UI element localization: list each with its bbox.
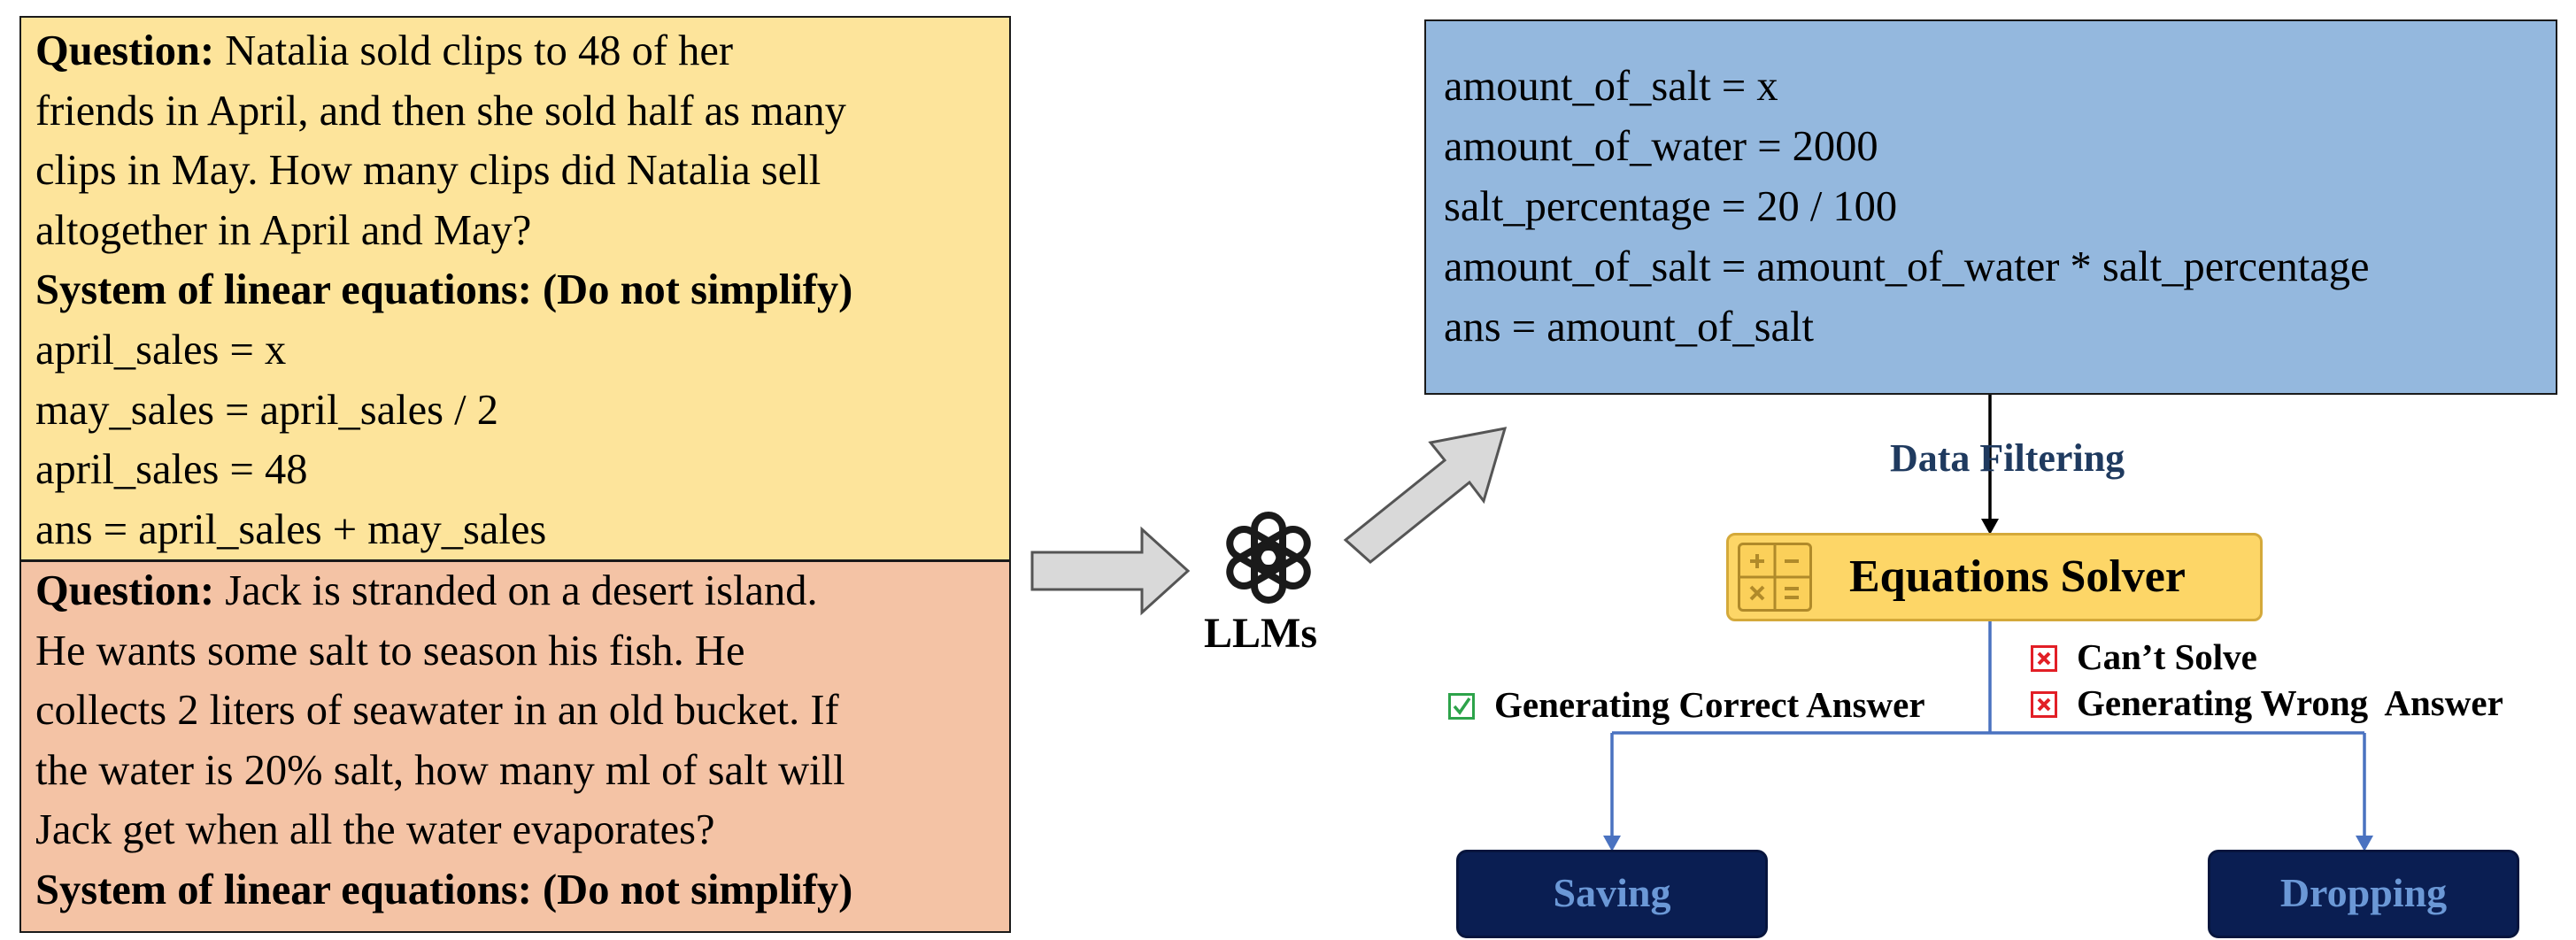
query-question-line-5: Jack get when all the water evaporates? — [35, 806, 715, 854]
input-arrow — [1030, 526, 1191, 616]
saving-arrow-head — [1603, 836, 1621, 851]
example-equation-1: april_sales = x — [35, 326, 287, 374]
query-question-line-4: the water is 20% salt, how many ml of sa… — [35, 746, 845, 794]
generated-equations-box: amount_of_salt = x amount_of_water = 2000… — [1424, 19, 2557, 395]
logo-petal — [1226, 526, 1284, 574]
query-question-line-3: collects 2 liters of seawater in an old … — [35, 687, 839, 735]
calculator-glyphs — [1740, 545, 1809, 609]
example-question-line-2: friends in April, and then she sold half… — [35, 87, 846, 135]
generated-line-3: salt_percentage = 20 / 100 — [1444, 183, 1898, 230]
filtering-arrow-head — [1981, 519, 1999, 535]
output-arrow — [1343, 427, 1508, 564]
cant-solve-label: Can’t Solve — [2031, 636, 2257, 678]
generated-equations-text: amount_of_salt = x amount_of_water = 2000… — [1444, 57, 2549, 358]
generated-line-5: ans = amount_of_salt — [1444, 304, 1814, 351]
query-question-label: Question: — [35, 567, 215, 614]
example-text: Question: Natalia sold clips to 48 of he… — [35, 21, 1002, 559]
query-box: Question: Jack is stranded on a desert i… — [19, 561, 1011, 933]
example-question-label: Question: — [35, 27, 215, 74]
correct-answer-label: Generating Correct Answer — [1448, 683, 1925, 726]
checkbox-check-icon — [1448, 693, 1475, 720]
query-text: Question: Jack is stranded on a desert i… — [35, 561, 1002, 921]
generated-line-4: amount_of_salt = amount_of_water * salt_… — [1444, 243, 2370, 290]
checkbox-cross-icon — [2031, 645, 2057, 672]
example-question-line-1: Question: Natalia sold clips to 48 of he… — [35, 27, 734, 74]
saving-box: Saving — [1456, 850, 1768, 938]
branch-lines — [1610, 621, 2366, 839]
example-equation-2: may_sales = april_sales / 2 — [35, 386, 499, 434]
query-question-line-1: Question: Jack is stranded on a desert i… — [35, 567, 818, 614]
dropping-box: Dropping — [2208, 850, 2519, 938]
generated-line-1: amount_of_salt = x — [1444, 63, 1778, 110]
llm-label: LLMs — [1204, 610, 1318, 657]
openai-logo-icon — [1226, 512, 1311, 604]
dropping-arrow-head — [2356, 836, 2373, 851]
checkbox-cross-icon — [2031, 691, 2057, 718]
wrong-answer-label: Generating Wrong Answer — [2031, 682, 2503, 724]
generated-line-2: amount_of_water = 2000 — [1444, 123, 1878, 170]
example-question-line-4: altogether in April and May? — [35, 206, 532, 254]
example-question-line-3: clips in May. How many clips did Natalia… — [35, 147, 821, 195]
calculator-icon — [1738, 543, 1812, 612]
example-equation-4: ans = april_sales + may_sales — [35, 505, 547, 553]
query-question-line-2: He wants some salt to season his fish. H… — [35, 627, 745, 674]
example-system-label: System of linear equations: (Do not simp… — [35, 266, 853, 314]
data-filtering-label: Data Filtering — [1890, 436, 2125, 480]
example-box: Question: Natalia sold clips to 48 of he… — [19, 16, 1011, 561]
equations-solver-box: Equations Solver — [1726, 533, 2263, 621]
query-system-label: System of linear equations: (Do not simp… — [35, 866, 853, 913]
example-equation-3: april_sales = 48 — [35, 446, 308, 494]
equations-solver-label: Equations Solver — [1849, 551, 2186, 602]
